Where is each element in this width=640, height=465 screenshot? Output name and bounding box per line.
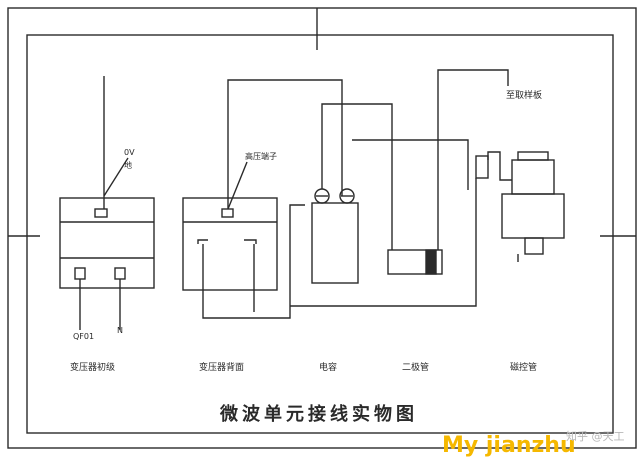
primary-terminal-right (114, 267, 126, 280)
magnetron-label: 磁控管 (510, 361, 537, 373)
hv-terminal-label: 高压端子 (245, 151, 277, 161)
diode-ground-wire (437, 69, 509, 250)
diode-band (425, 249, 437, 275)
capacitor-label: 电容 (319, 361, 337, 373)
capacitor-loop-wire (321, 103, 393, 250)
hv-terminal-box (221, 208, 234, 218)
inner-frame (26, 34, 614, 434)
transformer-primary-block (59, 197, 155, 289)
transformer-back-block (182, 197, 278, 291)
transformer-back-label: 变压器背面 (199, 361, 244, 373)
capacitor-terminal-right (339, 188, 355, 204)
to-sample-board-label: 至取样板 (506, 89, 542, 101)
qf01-label: QF01 (73, 332, 94, 341)
magnetron-connector (475, 155, 489, 179)
n-label: N (117, 326, 123, 335)
watermark-sub: 知乎 @天工 (566, 429, 625, 443)
hv-terminal-leader (227, 161, 248, 210)
magnetron-wire-top (487, 151, 512, 181)
transformer-primary-label: 变压器初级 (70, 361, 115, 373)
diode-block (387, 249, 443, 275)
capacitor-diode-wire (352, 139, 469, 190)
secondary-wire-left (202, 204, 305, 319)
magnetron-wire-bottom (290, 178, 477, 307)
hv-wire (227, 79, 343, 209)
zero-volt-leader (103, 157, 129, 197)
ground-label: 地 (124, 160, 132, 170)
primary-terminal-left (74, 267, 86, 280)
capacitor-block (311, 188, 359, 284)
diagram-title: 微波单元接线实物图 (219, 403, 418, 425)
zero-volt-label: 0V (124, 148, 135, 157)
magnetron-block (475, 151, 565, 262)
ground-terminal (94, 208, 108, 218)
outer-frame (7, 7, 637, 449)
diode-label: 二极管 (402, 361, 429, 373)
watermark-text: My jianzhu (442, 433, 576, 458)
